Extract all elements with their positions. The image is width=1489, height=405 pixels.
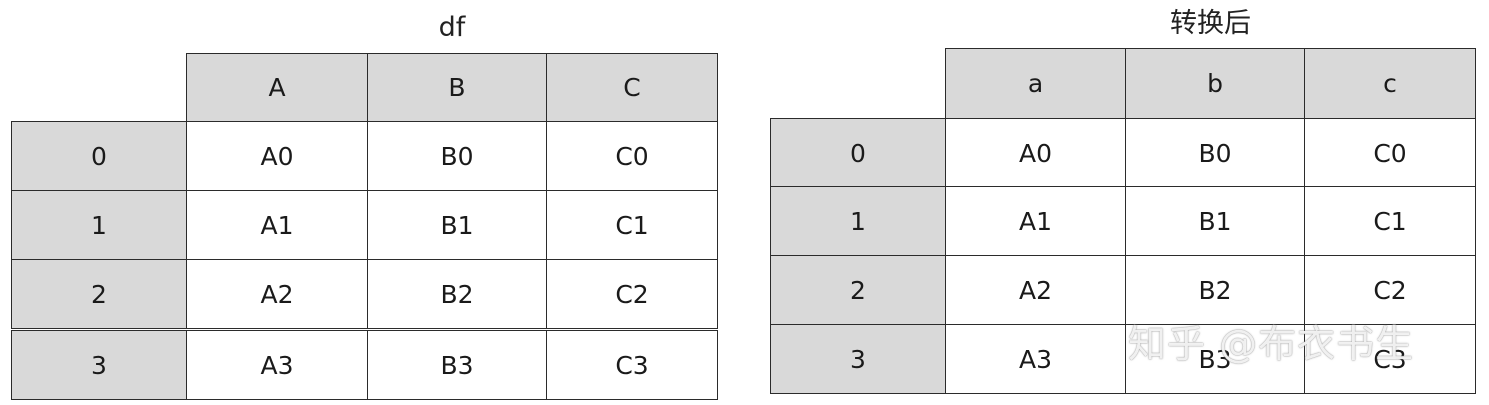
table-cell: B0 bbox=[1125, 118, 1305, 188]
table-cell: B3 bbox=[1125, 324, 1305, 394]
table-cell: C2 bbox=[546, 259, 718, 329]
row-index-3: 3 bbox=[11, 330, 187, 400]
table-cell: A3 bbox=[186, 330, 368, 400]
table-cell: A0 bbox=[186, 121, 368, 191]
row-index-0: 0 bbox=[770, 118, 946, 188]
row-index-3: 3 bbox=[770, 324, 946, 394]
column-header-c: c bbox=[1304, 48, 1476, 119]
table-cell: C1 bbox=[546, 190, 718, 260]
table-cell: C0 bbox=[1304, 118, 1476, 188]
table-cell: B0 bbox=[367, 121, 547, 191]
row-index-1: 1 bbox=[11, 190, 187, 260]
row-index-2: 2 bbox=[770, 255, 946, 325]
table-cell: A2 bbox=[945, 255, 1126, 325]
column-header-a: a bbox=[945, 48, 1126, 119]
table-cell: B1 bbox=[367, 190, 547, 260]
column-header-b: b bbox=[1125, 48, 1305, 119]
table-cell: A2 bbox=[186, 259, 368, 329]
table-cell: A1 bbox=[945, 186, 1126, 256]
left-table-title: df bbox=[438, 12, 466, 43]
table-cell: A3 bbox=[945, 324, 1126, 394]
table-cell: B1 bbox=[1125, 186, 1305, 256]
column-header-A: A bbox=[186, 53, 368, 122]
row-index-1: 1 bbox=[770, 186, 946, 256]
row-index-2: 2 bbox=[11, 259, 187, 329]
right-table-title: 转换后 bbox=[1170, 8, 1251, 39]
table-cell: C3 bbox=[546, 330, 718, 400]
table-cell: B3 bbox=[367, 330, 547, 400]
row-index-0: 0 bbox=[11, 121, 187, 191]
column-header-B: B bbox=[367, 53, 547, 122]
table-cell: C1 bbox=[1304, 186, 1476, 256]
table-cell: C2 bbox=[1304, 255, 1476, 325]
watermark: 知乎 @布衣书生 bbox=[1128, 322, 1415, 366]
table-cell: C0 bbox=[546, 121, 718, 191]
table-cell: B2 bbox=[367, 259, 547, 329]
column-header-C: C bbox=[546, 53, 718, 122]
table-cell: B2 bbox=[1125, 255, 1305, 325]
table-cell: A1 bbox=[186, 190, 368, 260]
table-cell: C3 bbox=[1304, 324, 1476, 394]
table-cell: A0 bbox=[945, 118, 1126, 188]
